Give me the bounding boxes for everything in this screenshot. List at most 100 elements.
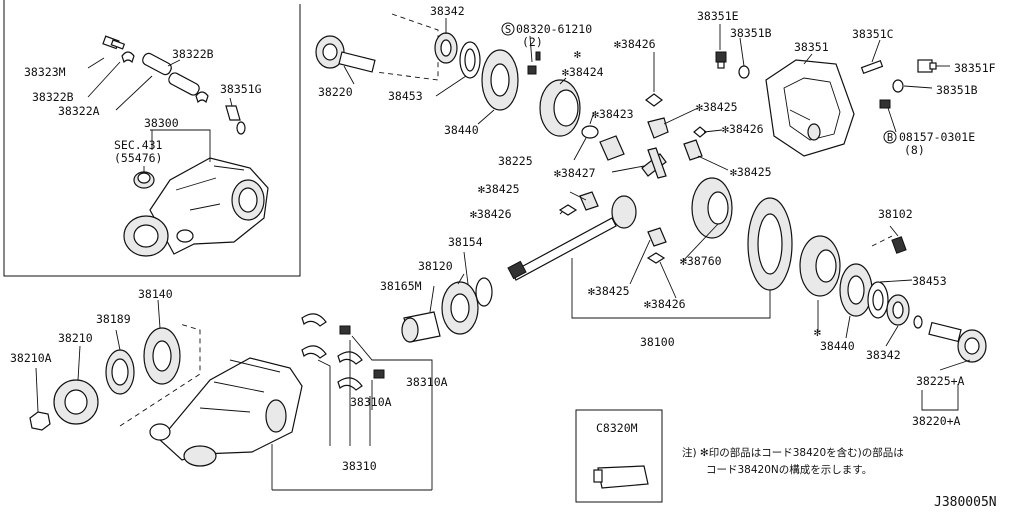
- label-38342-b: 38342: [866, 348, 901, 362]
- label-38425-d: ✻38425: [588, 284, 630, 298]
- pinion-gear-38425-right: [683, 139, 703, 161]
- bolt-08157: [879, 99, 891, 109]
- label-08320-61210: 08320-61210: [516, 22, 592, 36]
- gear-38425-mid: [579, 191, 599, 211]
- label-38351c: 38351C: [852, 27, 894, 41]
- bearing-38342-right: [886, 294, 910, 326]
- label-38322a: 38322A: [58, 104, 100, 118]
- differential-housing-38300: [123, 157, 269, 257]
- label-38426-b: ✻38426: [722, 122, 764, 136]
- label-38310a-1: 38310A: [406, 375, 448, 389]
- label-sec-431: SEC.431: [114, 138, 163, 152]
- label-38453-a: 38453: [388, 89, 423, 103]
- label-38440-a: 38440: [444, 123, 479, 137]
- label-08157-0301e: 08157-0301E: [899, 130, 975, 144]
- label-38210: 38210: [58, 331, 93, 345]
- collapsible-spacer-38165m: [401, 311, 441, 343]
- bearing-caps-38310a: [301, 313, 385, 391]
- ring-gear-38100: [747, 197, 793, 291]
- diff-case-right: [799, 235, 841, 297]
- label-38426-d: ✻38426: [644, 297, 686, 311]
- label-38342: 38342: [430, 4, 465, 18]
- star-marker-bottom: ✻: [814, 325, 821, 339]
- carrier-38310: [149, 357, 303, 467]
- washer-38426-top: [645, 93, 663, 107]
- label-38426-a: ✻38426: [614, 37, 656, 51]
- oil-seal-38154: [475, 277, 493, 307]
- s-circle-marker: S: [501, 22, 515, 36]
- label-38351: 38351: [794, 40, 829, 54]
- label-38425-c: ✻38425: [478, 182, 520, 196]
- label-38351b-top: 38351B: [730, 26, 772, 40]
- label-38453-b: 38453: [912, 274, 947, 288]
- flange-38220-right: [928, 321, 987, 363]
- label-38351g: 38351G: [220, 82, 262, 96]
- spacer-38453-right: [867, 281, 889, 319]
- clamp-38322b: [121, 51, 209, 104]
- label-38426-c: ✻38426: [470, 207, 512, 221]
- label-38351b-right: 38351B: [936, 83, 978, 97]
- gear-38760: [691, 177, 733, 239]
- label-38323m: 38323M: [24, 65, 66, 79]
- label-38220: 38220: [318, 85, 353, 99]
- ring-38225-right: [913, 315, 923, 329]
- label-55476: (55476): [114, 151, 162, 165]
- label-38120: 38120: [418, 259, 453, 273]
- label-38220-a: 38220+A: [912, 414, 961, 428]
- footnote: 注) ✻印の部品はコード38420を含む)の部品は コード38420Nの構成を示…: [682, 446, 904, 476]
- label-38225: 38225: [498, 154, 533, 168]
- plug-38351e: [715, 51, 727, 69]
- label-38351f: 38351F: [954, 61, 996, 75]
- label-38225-a: 38225+A: [916, 374, 965, 388]
- label-38189: 38189: [96, 312, 131, 326]
- label-38425-a: ✻38425: [696, 100, 738, 114]
- gear-38425-lower: [647, 227, 667, 247]
- label-38165m: 38165M: [380, 279, 422, 293]
- label-38100: 38100: [640, 335, 675, 349]
- washer-38426-lower: [646, 252, 666, 264]
- label-38154: 38154: [448, 235, 483, 249]
- bolt-08320: [527, 51, 541, 75]
- label-38310: 38310: [342, 459, 377, 473]
- washer-38426-mid: [558, 204, 578, 216]
- breather-hose-38322a: [142, 52, 200, 96]
- label-38424: ✻38424: [562, 65, 604, 79]
- seal-55476: [133, 171, 155, 189]
- bolt-38323m: [102, 35, 126, 50]
- companion-flange-38210: [53, 379, 99, 425]
- bolt-38102: [891, 236, 907, 254]
- plug-38351f: [917, 59, 937, 73]
- label-38310a-2: 38310A: [350, 395, 392, 409]
- inset-rear-differential-assembly: [3, 0, 301, 277]
- b-circle-marker: B: [883, 130, 897, 144]
- label-38140: 38140: [138, 287, 173, 301]
- nut-38210a: [29, 411, 51, 431]
- callout-labels: 38342 S 08320-61210 (2) ✻38426 38351E 38…: [10, 4, 996, 473]
- rear-cover-38351: [765, 59, 855, 157]
- star-marker-top: ✻: [574, 47, 581, 61]
- oil-seal-38189: [105, 349, 135, 395]
- diff-case-38424: [539, 79, 581, 137]
- footnote-line-1: 注) ✻印の部品はコード38420を含む)の部品は: [682, 446, 904, 459]
- gasket-38351b-right: [892, 79, 904, 93]
- bearing-38440-right: [839, 263, 873, 317]
- label-38423: ✻38423: [592, 107, 634, 121]
- bearing-38342: [434, 32, 458, 64]
- bearing-38440: [481, 49, 519, 111]
- label-38300: 38300: [144, 116, 179, 130]
- breather-plug-38351g: [225, 105, 246, 135]
- bearing-38140: [143, 327, 181, 385]
- bearing-38120: [441, 281, 479, 335]
- cross-pin-38427: [641, 147, 667, 179]
- leader-lines: [35, 18, 971, 491]
- s-marker-text: S: [505, 24, 511, 36]
- gasket-38351b-top: [738, 65, 750, 79]
- side-gear-38425: [599, 135, 625, 161]
- pinion-gear-38425-top: [647, 117, 669, 139]
- flange-38220: [315, 35, 376, 73]
- label-38440-b: 38440: [820, 339, 855, 353]
- label-38351e: 38351E: [697, 9, 739, 23]
- label-38322b-top: 38322B: [172, 47, 214, 61]
- label-38322b-left: 38322B: [32, 90, 74, 104]
